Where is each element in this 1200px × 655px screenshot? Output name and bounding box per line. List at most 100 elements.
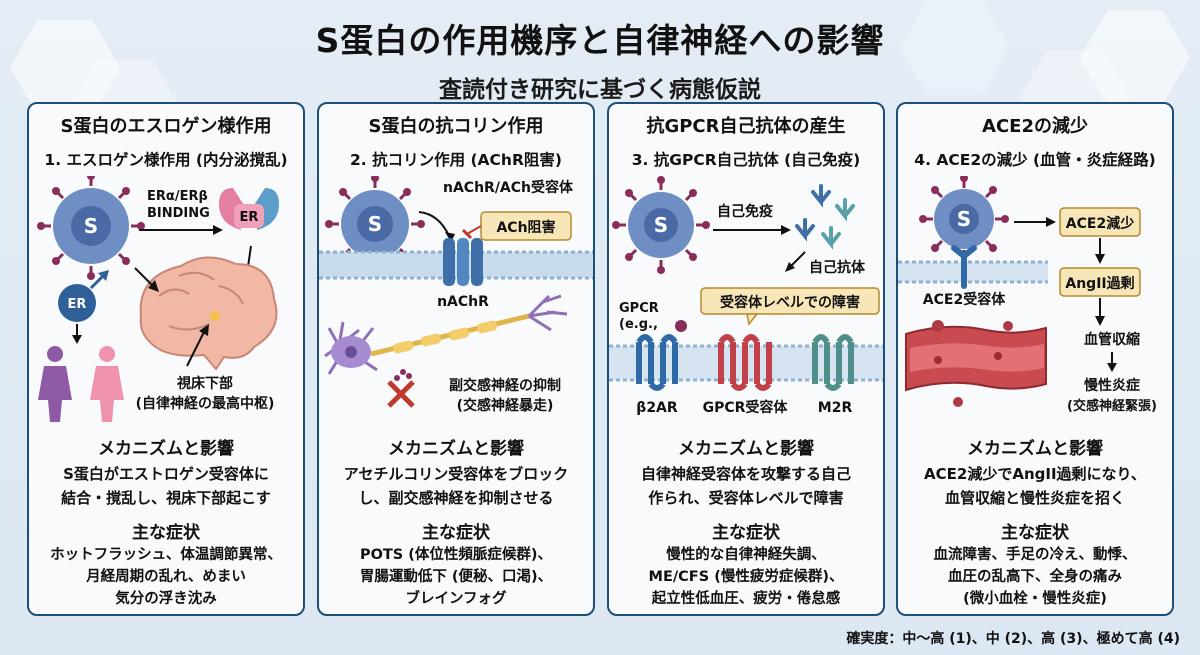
panel-gpcr-autoantibody: 抗GPCR自己抗体の産生 3. 抗GPCR自己抗体 (自己免疫) S 自己免疫: [607, 102, 885, 616]
antibody-label: 自己抗体: [809, 259, 866, 276]
mechanism-text: S蛋白がエストロゲン受容体に 結合・撹乱し、視床下部起こす: [37, 462, 295, 510]
autoimmune-label: 自己免疫: [717, 203, 773, 220]
header: S蛋白の作用機序と自律神経への影響 査読付き研究に基づく病態仮説: [0, 14, 1200, 104]
ach-block-label: ACh阻害: [496, 219, 555, 236]
symptom-line: 気分の浮き沈み: [115, 591, 217, 607]
virus-label: S: [368, 212, 382, 236]
symptom-line: 血圧の乱高下、全身の痛み: [948, 569, 1122, 585]
symptom-line: 胃腸運動低下 (便秘、口渇)、: [359, 569, 553, 585]
virus-label: S: [84, 214, 98, 238]
panel-subtitle: 1. エスロゲン様作用 (内分泌撹乱): [44, 151, 288, 169]
receptor-top-label: nAChR/ACh受容体: [443, 179, 574, 196]
angii-excess-label: AngII過剰: [1065, 275, 1134, 292]
virus-icon: [37, 176, 145, 280]
mechanism-line: 結合・撹乱し、視床下部起こす: [61, 489, 271, 507]
panel-anticholinergic: S蛋白の抗コリン作用 2. 抗コリン作用 (AChR阻害) S nAChR/A: [317, 102, 595, 616]
symptom-line: ブレインフォグ: [405, 591, 507, 607]
binding-label-2: BINDING: [147, 206, 210, 221]
mechanism-line: 血管収縮と慢性炎症を招く: [944, 489, 1125, 507]
gpcr-receptor-label: GPCR受容体: [703, 399, 789, 416]
gpcr-example-label: (e.g.,: [619, 317, 658, 332]
symptom-line: ME/CFS (慢性疲労症候群)、: [648, 569, 844, 585]
virus-icon: [919, 176, 1009, 260]
hypothalamus-label: 視床下部: [176, 375, 233, 392]
ace2-receptor-icon: [951, 245, 977, 289]
panel-title: S蛋白の抗コリン作用: [368, 116, 544, 137]
gpcr-illustration: S 自己免疫 自己抗体 受容体レベルでの障害 GPCR (e.g.,: [609, 176, 883, 424]
cell-membrane: [898, 260, 1048, 284]
blood-vessel-icon: [905, 320, 1047, 407]
vasoconstriction-label: 血管収縮: [1084, 331, 1140, 348]
ace2-illustration: S ACE2受容体 ACE2減少 AngII過剰: [898, 176, 1172, 424]
angii-excess-callout: [1059, 267, 1141, 297]
mechanism-line: アセチルコリン受容体をブロック: [343, 465, 569, 483]
symptoms-title: 主な症状: [422, 523, 490, 543]
mechanism-line: 作られ、受容体レベルで障害: [648, 489, 844, 507]
hypothalamus-note: (自律神経の最高中枢): [136, 395, 275, 412]
estrogen-receptor-icon: [219, 188, 279, 230]
panel-title: ACE2の減少: [982, 116, 1088, 137]
symptoms-text: POTS (体位性頻脈症候群)、 胃腸運動低下 (便秘、口渇)、 ブレインフォグ: [323, 544, 589, 610]
panel-estrogen: S蛋白のエスロゲン様作用 1. エスロゲン様作用 (内分泌撹乱) S: [27, 102, 305, 616]
er-small-label: ER: [68, 297, 87, 312]
mechanism-line: S蛋白がエストロゲン受容体に: [63, 465, 269, 483]
symptoms-text: ホットフラッシュ、体温調節異常、 月経周期の乱れ、めまい 気分の浮き沈み: [33, 544, 299, 610]
mechanism-text: ACE2減少でAngII過剰になり、 血管収縮と慢性炎症を招く: [906, 462, 1164, 510]
background-hexagon: [10, 20, 120, 115]
er-circle-icon: [58, 284, 96, 322]
panel-ace2: ACE2の減少 4. ACE2の減少 (血管・炎症経路) S: [896, 102, 1174, 616]
mechanism-text: 自律神経受容体を攻撃する自己 作られ、受容体レベルで障害: [617, 462, 875, 510]
mechanism-text: アセチルコリン受容体をブロック し、副交感神経を抑制させる: [327, 462, 585, 510]
symptom-line: POTS (体位性頻脈症候群)、: [359, 547, 553, 563]
b2ar-receptor-icon: [636, 320, 687, 391]
panel-subtitle: 3. 抗GPCR自己抗体 (自己免疫): [631, 151, 861, 169]
symptom-line: 血流障害、手足の冷え、動悸、: [933, 547, 1137, 563]
virus-icon: [612, 176, 710, 274]
woman-icon: [38, 346, 72, 422]
background-hexagon: [1080, 10, 1190, 105]
symptom-line: ホットフラッシュ、体温調節異常、: [50, 547, 282, 563]
mechanism-title: メカニズムと影響: [678, 439, 814, 459]
symptoms-title: 主な症状: [1001, 523, 1069, 543]
brain-icon: [139, 256, 278, 371]
receptor-damage-callout: [700, 287, 880, 326]
b2ar-label: β2AR: [636, 400, 678, 416]
gpcr-receptor-icon: [718, 334, 772, 391]
symptoms-text: 血流障害、手足の冷え、動悸、 血圧の乱高下、全身の痛み (微小血栓・慢性炎症): [902, 544, 1168, 610]
parasympathetic-note: (交感神経暴走): [457, 397, 554, 414]
nachr-label: nAChR: [437, 294, 489, 310]
certainty-legend: 確実度：中〜高 (1)、中 (2)、高 (3)、極めて高 (4): [846, 631, 1180, 647]
er-label: ER: [240, 210, 259, 225]
panel-subtitle: 4. ACE2の減少 (血管・炎症経路): [914, 151, 1156, 169]
antibody-icon: [795, 184, 855, 250]
estrogen-illustration: S ERα/ERβ BINDING ER: [29, 176, 303, 424]
symptoms-text: 慢性的な自律神経失調、 ME/CFS (慢性疲労症候群)、 起立性低血圧、疲労・…: [613, 544, 879, 610]
symptom-line: 慢性的な自律神経失調、: [666, 547, 826, 563]
anticholinergic-illustration: S nAChR/ACh受容体 ACh阻害 nAChR: [319, 176, 593, 424]
m2r-receptor-icon: [812, 334, 854, 391]
ace2-decrease-callout: [1059, 207, 1141, 237]
m2r-label: M2R: [818, 400, 853, 416]
cell-membrane: [319, 250, 593, 280]
page-subtitle: 査読付き研究に基づく病態仮説: [439, 77, 761, 103]
mechanism-line: 自律神経受容体を攻撃する自己: [640, 465, 851, 483]
mechanism-line: し、副交感神経を抑制させる: [358, 489, 554, 507]
woman-icon: [90, 346, 124, 422]
binding-label-1: ERα/ERβ: [147, 189, 208, 204]
virus-label: S: [957, 207, 971, 231]
page-title: S蛋白の作用機序と自律神経への影響: [315, 21, 885, 60]
nachr-receptor-icon: [443, 238, 483, 286]
ace2-receptor-label: ACE2受容体: [923, 291, 1006, 308]
neuron-icon: [324, 294, 568, 375]
symptom-line: (微小血栓・慢性炎症): [963, 591, 1107, 607]
panel-subtitle: 2. 抗コリン作用 (AChR阻害): [350, 151, 562, 169]
symptoms-title: 主な症状: [132, 523, 200, 543]
mechanism-title: メカニズムと影響: [388, 439, 524, 459]
mechanism-title: メカニズムと影響: [98, 439, 234, 459]
inhibit-x-icon: [387, 369, 415, 408]
receptor-damage-label: 受容体レベルでの障害: [720, 294, 860, 311]
symptom-line: 月経周期の乱れ、めまい: [86, 569, 246, 585]
ace2-decrease-label: ACE2減少: [1066, 215, 1134, 232]
virus-label: S: [654, 213, 668, 237]
symptoms-title: 主な症状: [712, 523, 780, 543]
